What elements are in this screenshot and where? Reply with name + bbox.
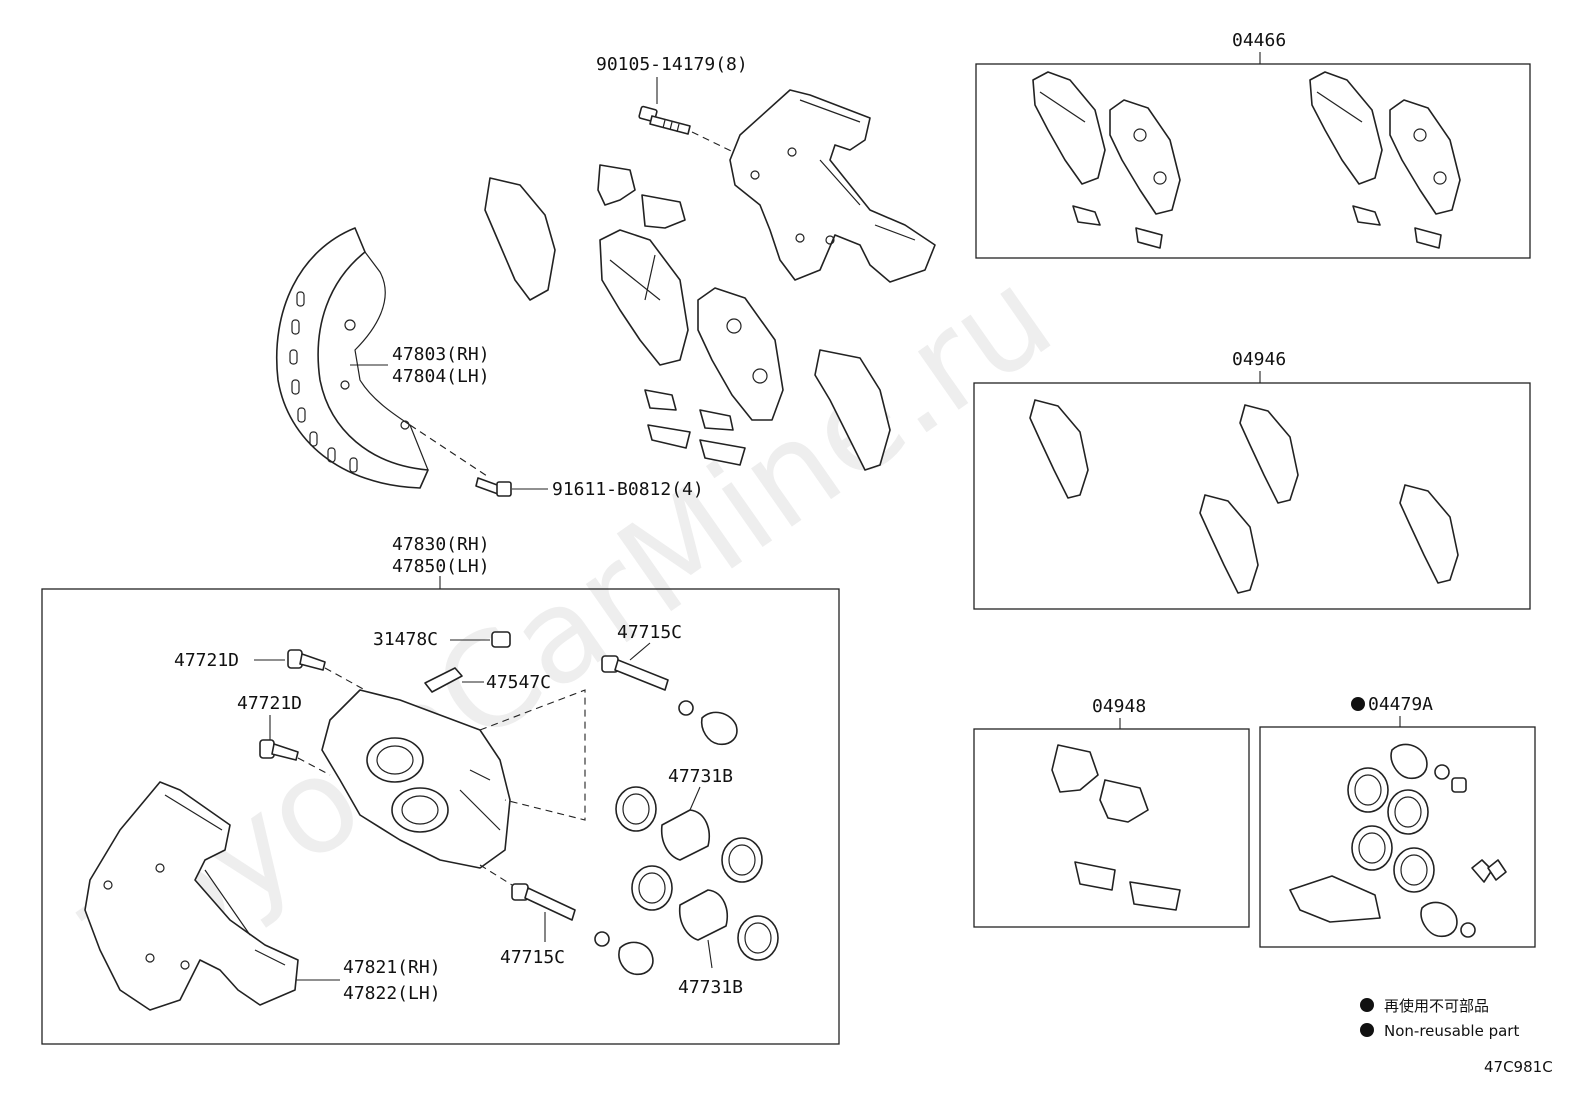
legend-dot-icon	[1360, 998, 1374, 1012]
bushing-icon	[287, 649, 326, 671]
bolt-90105-icon	[638, 105, 691, 135]
legend-en: Non-reusable part	[1384, 1022, 1519, 1040]
clip-kit-icon	[1051, 744, 1181, 911]
label-piston-top: 47731B	[668, 766, 733, 787]
caliper-group-box	[41, 588, 840, 1045]
shim-icon	[484, 177, 891, 471]
kit-04948-box	[973, 728, 1250, 928]
clip-icon	[597, 164, 746, 466]
pad-kit-icon	[1032, 71, 1461, 249]
kit-04479-box	[1259, 726, 1536, 948]
label-bolt-91611: 91611-B0812(4)	[552, 479, 704, 500]
diagram-code: 47C981C	[1484, 1058, 1553, 1076]
slide-pin-icon	[511, 883, 654, 976]
bleeder-icon	[491, 631, 511, 648]
label-mount-lh: 47822(LH)	[343, 983, 441, 1004]
label-pin-bottom: 47715C	[500, 947, 565, 968]
legend-dot-icon	[1360, 1023, 1374, 1037]
plug-icon	[424, 667, 463, 693]
slide-pin-icon	[601, 655, 738, 746]
label-plug: 47547C	[486, 672, 551, 693]
bushing-icon	[259, 739, 299, 761]
label-pin-top: 47715C	[617, 622, 682, 643]
label-piston-bottom: 47731B	[678, 977, 743, 998]
kit-04466-box	[975, 63, 1531, 259]
label-bolt-90105: 90105-14179(8)	[596, 54, 748, 75]
kit-04946-box	[973, 382, 1531, 610]
legend-jp: 再使用不可部品	[1384, 997, 1489, 1015]
label-caliper-rh: 47830(RH)	[392, 534, 490, 555]
label-kit-04466: 04466	[1232, 30, 1286, 51]
label-kit-04948: 04948	[1092, 696, 1146, 717]
label-shield-lh: 47804(LH)	[392, 366, 490, 387]
brake-pad-icon	[599, 229, 784, 421]
label-caliper-lh: 47850(LH)	[392, 556, 490, 577]
label-mount-rh: 47821(RH)	[343, 957, 441, 978]
label-bushing-a: 47721D	[174, 650, 239, 671]
label-bushing-b: 47721D	[237, 693, 302, 714]
label-shield-rh: 47803(RH)	[392, 344, 490, 365]
label-kit-04479: 04479A	[1368, 694, 1433, 715]
mounting-bracket-icon	[729, 89, 936, 283]
non-reusable-dot-icon	[1351, 697, 1365, 711]
label-bleeder: 31478C	[373, 629, 438, 650]
caliper-mount-icon	[84, 781, 299, 1011]
shim-kit-icon	[1029, 399, 1459, 594]
seal-kit-icon	[1289, 743, 1507, 938]
label-kit-04946: 04946	[1232, 349, 1286, 370]
caliper-body-icon	[321, 689, 511, 869]
bolt-91611-icon	[475, 477, 512, 497]
dust-shield-icon	[275, 227, 429, 489]
piston-seal-icon	[615, 786, 779, 961]
